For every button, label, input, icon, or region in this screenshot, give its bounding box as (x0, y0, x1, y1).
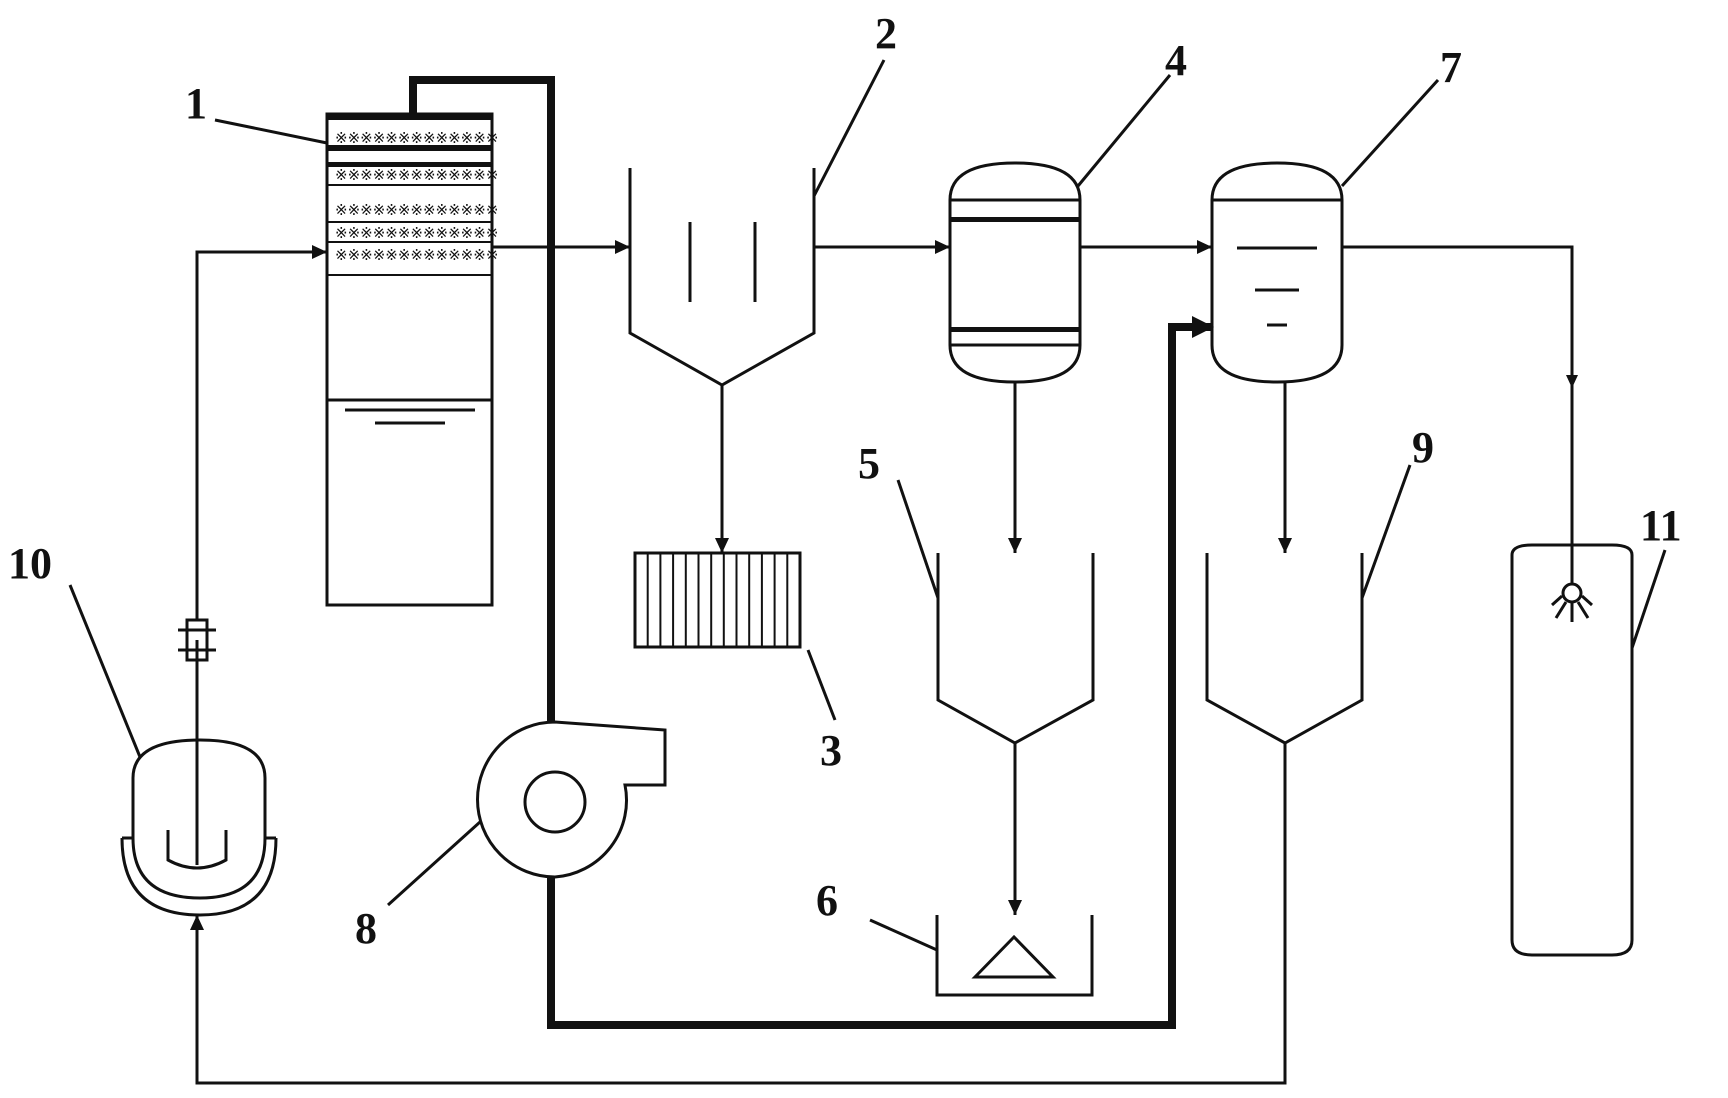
piping (195, 245, 1574, 1085)
settler-5 (936, 553, 1095, 745)
settler-9 (1205, 553, 1364, 745)
label-7: 7 (1440, 43, 1462, 92)
mixing-tank-10 (120, 618, 278, 917)
separation-vessel-7 (1210, 161, 1344, 384)
label-5: 5 (858, 439, 880, 488)
absorption-tower: ※※※※※※※※※※※※※ ※※※※※※※※※※※※※ ※※※※※※※※※※※※… (325, 112, 498, 607)
label-3: 3 (820, 726, 842, 775)
sprinkler-icon (1550, 582, 1594, 622)
flow-arrows (190, 240, 1578, 930)
blower-fan-8 (476, 720, 667, 879)
product-tank-6 (935, 915, 1094, 997)
column-11 (1510, 543, 1634, 957)
reactor-vessel-4 (948, 161, 1082, 384)
label-6: 6 (816, 876, 838, 925)
gas-duct (409, 76, 1212, 1029)
settling-tank-2 (628, 168, 816, 387)
label-10: 10 (8, 539, 52, 588)
packing-row-1: ※※※※※※※※※※※※※ (335, 129, 498, 147)
packing-row-5: ※※※※※※※※※※※※※ (335, 246, 498, 264)
label-9: 9 (1412, 423, 1434, 472)
label-2: 2 (875, 9, 897, 58)
equipment-labels: 1 2 3 4 5 6 7 8 9 10 11 (8, 9, 1682, 953)
packing-row-4: ※※※※※※※※※※※※※ (335, 224, 498, 242)
label-1: 1 (185, 79, 207, 128)
label-11: 11 (1640, 501, 1682, 550)
leader-lines (68, 59, 1667, 952)
label-4: 4 (1165, 36, 1187, 85)
filter-press-3 (633, 551, 802, 649)
label-8: 8 (355, 904, 377, 953)
packing-row-2: ※※※※※※※※※※※※※ (335, 166, 498, 184)
packing-row-3: ※※※※※※※※※※※※※ (335, 201, 498, 219)
